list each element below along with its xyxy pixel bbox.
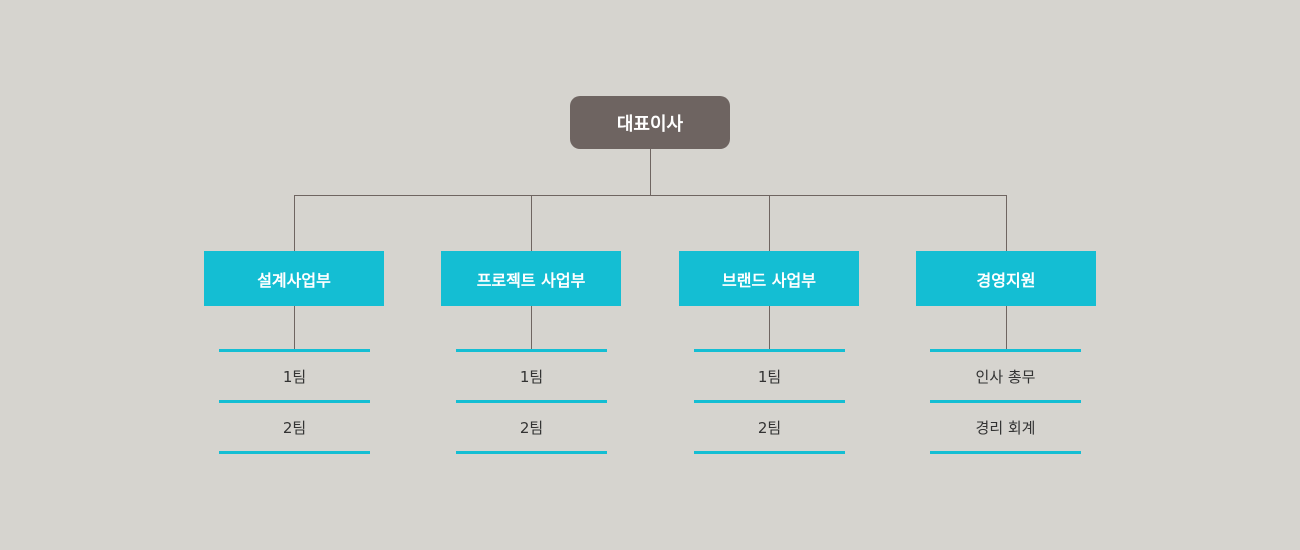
team-item: 인사 총무 [930,352,1081,403]
department-connector [531,195,532,251]
department-project: 프로젝트 사업부 [441,251,621,306]
department-connector [294,195,295,251]
team-list-brand: 1팀 2팀 [694,349,845,454]
team-item: 1팀 [219,352,370,403]
team-item: 2팀 [219,403,370,454]
team-item: 경리 회계 [930,403,1081,454]
team-connector [1006,306,1007,349]
team-list-project: 1팀 2팀 [456,349,607,454]
department-connector [1006,195,1007,251]
horizontal-connector [294,195,1007,196]
ceo-box: 대표이사 [570,96,730,149]
team-connector [294,306,295,349]
team-list-design: 1팀 2팀 [219,349,370,454]
team-connector [531,306,532,349]
team-connector [769,306,770,349]
team-item: 1팀 [456,352,607,403]
team-item: 1팀 [694,352,845,403]
department-brand: 브랜드 사업부 [679,251,859,306]
ceo-connector [650,149,651,195]
team-item: 2팀 [694,403,845,454]
team-list-management-support: 인사 총무 경리 회계 [930,349,1081,454]
department-management-support: 경영지원 [916,251,1096,306]
department-connector [769,195,770,251]
team-item: 2팀 [456,403,607,454]
department-design: 설계사업부 [204,251,384,306]
